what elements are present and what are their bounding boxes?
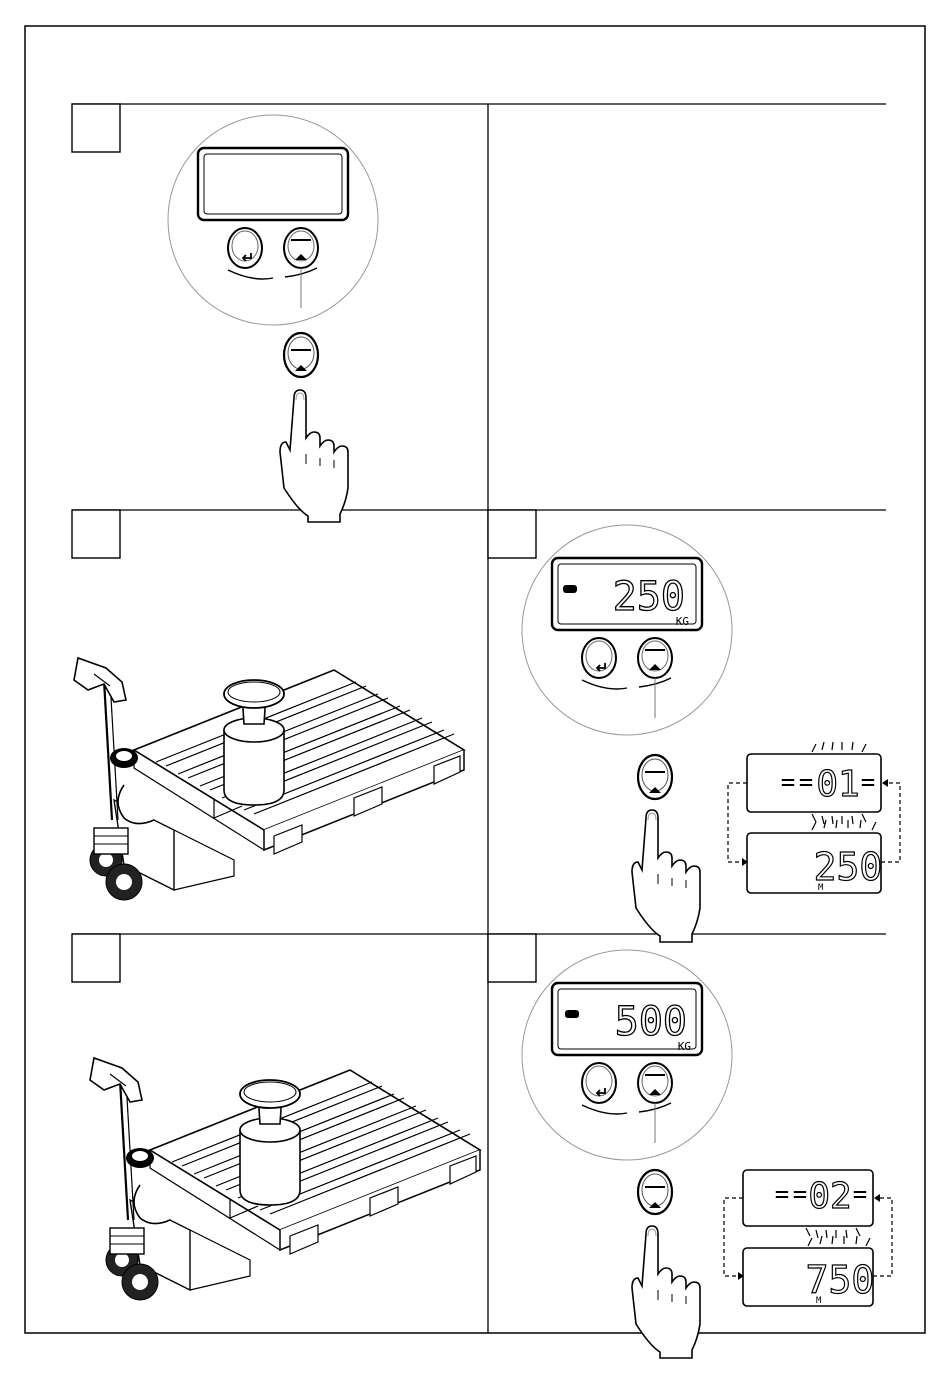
panel-2-pallet-truck-illustration [74, 658, 464, 900]
panel-5-up-button[interactable] [638, 1170, 672, 1214]
panel-3-indicator: 250 KG [522, 525, 732, 735]
svg-text:=: = [793, 1180, 807, 1208]
panel-3-unit: KG [676, 615, 689, 628]
panel-5-hand-icon [632, 1226, 700, 1358]
panel-1-hand-icon [280, 390, 348, 522]
panel-5-step-value: 02 [808, 1176, 851, 1217]
panel-5-display-value: 500 [615, 999, 687, 1045]
panel-3-display-value: 250 [613, 574, 685, 620]
panel-5-unit: KG [678, 1040, 691, 1053]
panel-3-step-display: = = 01 = [747, 742, 881, 824]
panel-1-indicator [168, 115, 378, 325]
svg-text:=: = [781, 768, 795, 796]
step-box-3 [488, 510, 536, 558]
step-box-5 [488, 934, 536, 982]
step-box-4 [72, 934, 120, 982]
panel-3-hand-icon [632, 810, 700, 942]
panel-3-entered-value: 250 [814, 845, 883, 889]
svg-text:=: = [775, 1180, 789, 1208]
panel-3-step-value: 01 [816, 764, 859, 805]
panel-5-mode-mark: M [816, 1296, 822, 1306]
svg-text:=: = [861, 768, 875, 796]
page-frame [25, 26, 925, 1333]
panel-1-up-button[interactable] [284, 333, 318, 377]
panel-3-mode-mark: M [818, 883, 824, 893]
panel-5-value-display: 750 M [743, 1236, 874, 1306]
panel-5-indicator: 500 KG [522, 950, 732, 1160]
svg-text:=: = [799, 768, 813, 796]
panel-3-up-button[interactable] [638, 755, 672, 799]
panel-3-value-display: 250 M [747, 820, 882, 893]
step-box-2 [72, 510, 120, 558]
battery-icon [563, 585, 577, 593]
svg-text:=: = [853, 1180, 867, 1208]
battery-icon [565, 1010, 579, 1018]
panel-5-step-display: = = 02 = [743, 1170, 873, 1238]
step-box-1 [72, 104, 120, 152]
panel-4-pallet-truck-illustration [90, 1058, 480, 1300]
